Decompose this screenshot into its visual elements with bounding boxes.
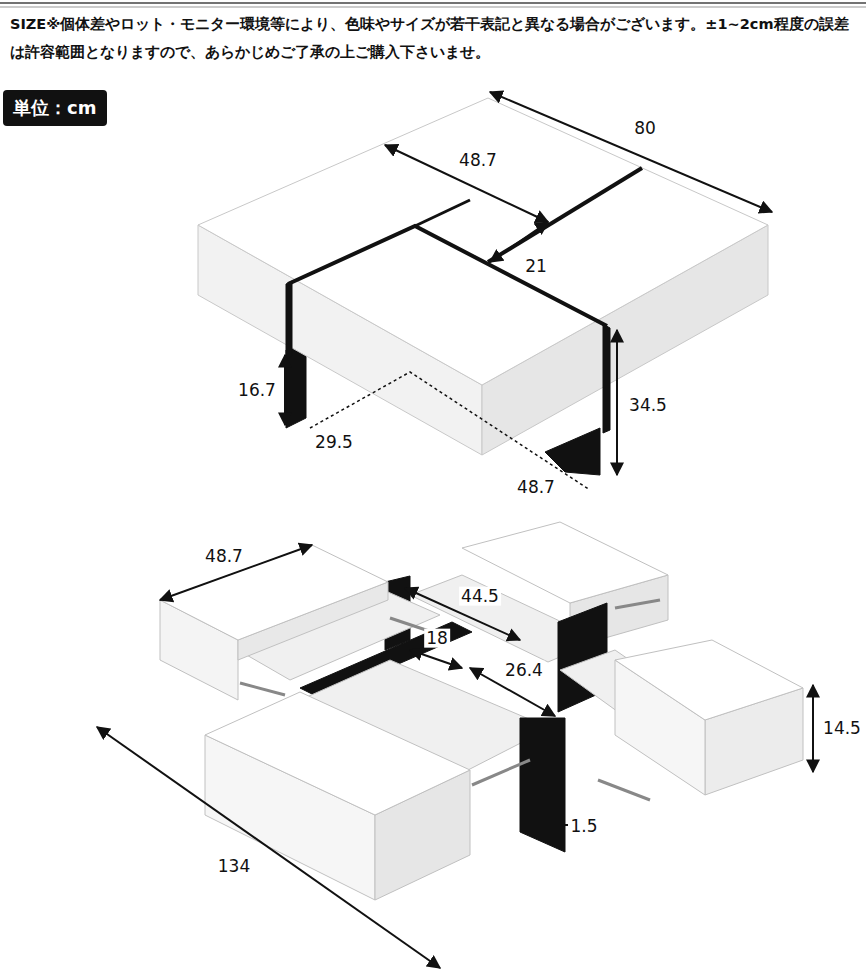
dimension-label: 1.5: [568, 817, 599, 836]
dimension-label: 18: [424, 629, 450, 648]
dimension-label: 134: [216, 857, 252, 876]
dimension-label: 21: [523, 257, 549, 276]
dimension-label: 14.5: [821, 719, 863, 738]
dimension-lines: [285, 92, 772, 490]
dimension-label: 29.5: [313, 433, 355, 452]
dimension-label: 80: [632, 119, 658, 138]
closed-table: [198, 98, 768, 475]
dimension-label: 48.7: [457, 151, 499, 170]
dimension-label: 16.7: [236, 381, 278, 400]
dimension-label: 26.4: [503, 661, 545, 680]
size-note: SIZE※個体差やロット・モニター環境等により、色味やサイズが若干表記と異なる場…: [10, 10, 856, 67]
dimension-lines: [97, 545, 813, 968]
dimension-label: 44.5: [459, 587, 501, 606]
unit-label: 単位：cm: [13, 96, 97, 120]
dimension-label: 34.5: [627, 396, 669, 415]
dimension-label: 48.7: [203, 547, 245, 566]
opened-table: [160, 522, 803, 900]
dimension-label: 48.7: [515, 478, 557, 497]
unit-badge: 単位：cm: [3, 90, 107, 126]
